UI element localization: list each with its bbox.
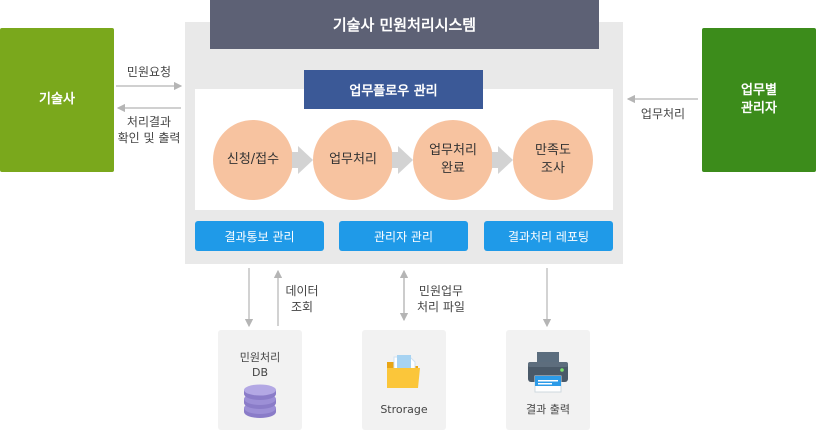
step-chevron — [492, 146, 513, 174]
output-label: 결과 출력 — [526, 403, 570, 416]
step-label: 업무처리 — [329, 152, 377, 167]
workflow-step-4: 만족도 조사 — [513, 120, 593, 200]
module-label: 관리자 관리 — [373, 229, 433, 244]
file-label: 민원업무 처리 파일 — [417, 284, 465, 314]
step-chevron — [292, 146, 313, 174]
process-label: 업무처리 — [640, 107, 686, 121]
storage-label: Strorage — [380, 403, 428, 416]
file-storage: Strorage — [362, 330, 446, 430]
folder-icon — [387, 355, 420, 388]
system-title: 기술사 민원처리시스템 — [332, 16, 477, 34]
output-storage: 결과 출력 — [506, 330, 590, 430]
left-actor-label: 기술사 — [39, 92, 75, 107]
workflow-step-1: 신청/접수 — [213, 120, 293, 200]
db-storage: 민원처리 DB — [218, 330, 302, 430]
module-admin: 관리자 관리 — [339, 221, 468, 251]
database-icon — [244, 384, 276, 418]
right-actor-box: 업무별 관리자 — [702, 28, 816, 172]
module-label: 결과통보 관리 — [224, 229, 295, 244]
left-actor-box: 기술사 — [0, 28, 114, 172]
workflow-title-box: 업무플로우 관리 — [304, 70, 483, 109]
workflow-step-2: 업무처리 — [313, 120, 393, 200]
workflow-step-3: 업무처리 완료 — [413, 120, 493, 200]
step-chevron — [392, 146, 413, 174]
module-reporting: 결과처리 레포팅 — [484, 221, 613, 251]
printer-icon — [528, 352, 568, 393]
data-query-label: 데이터 조회 — [285, 284, 319, 314]
step-label: 만족도 조사 — [535, 143, 571, 176]
step-label: 업무처리 완료 — [429, 143, 477, 176]
module-label: 결과처리 레포팅 — [507, 229, 590, 244]
db-label: 민원처리 DB — [239, 351, 281, 379]
step-label: 신청/접수 — [226, 152, 280, 167]
result-label: 처리결과 확인 및 출력 — [117, 115, 181, 145]
request-label: 민원요청 — [126, 65, 172, 79]
right-actor-label: 업무별 관리자 — [741, 83, 777, 116]
system-title-bar: 기술사 민원처리시스템 — [210, 0, 599, 49]
workflow-title: 업무플로우 관리 — [349, 84, 438, 99]
module-result-notify: 결과통보 관리 — [195, 221, 324, 251]
